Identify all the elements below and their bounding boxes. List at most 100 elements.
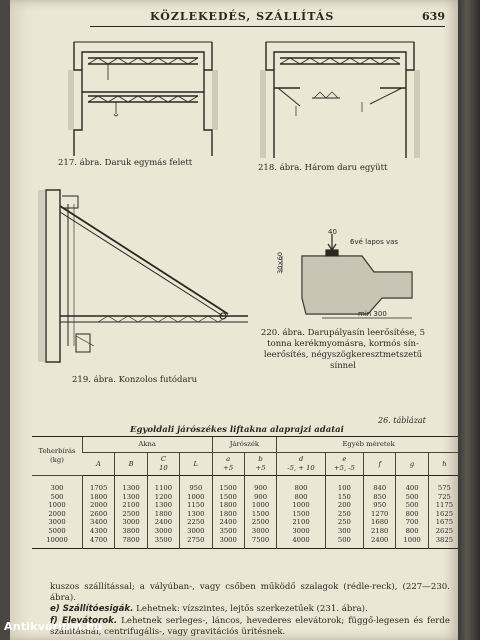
table-cell: 3000: [48, 518, 66, 527]
col-header: C 10: [146, 452, 180, 476]
page-header: KÖZLEKEDÉS, SZÁLLÍTÁS 639: [90, 10, 445, 27]
table-cell: 800: [276, 492, 326, 502]
table-cell: 3000: [179, 526, 212, 536]
item-f-heading: f) Elevátorok.: [50, 615, 118, 626]
col-header: h: [427, 452, 460, 476]
table-cell: 3000: [146, 526, 180, 536]
table-cell: 1500: [211, 492, 245, 502]
table-cell: 2400: [363, 535, 396, 549]
table-cell: 10000: [46, 535, 68, 544]
table-cell: 3500: [211, 526, 245, 536]
table-cell: 2500: [114, 509, 148, 519]
figure-217-drawing: [68, 41, 218, 156]
table-cell: 4700: [81, 535, 115, 549]
table-row: 10000 4700 7800 3500 2750 3000 7500 4000…: [32, 535, 460, 549]
table-cell: 1150: [179, 501, 212, 510]
table-cell: 4000: [276, 535, 326, 549]
table-cell: 3800: [114, 526, 148, 536]
table-cell: 1625: [427, 509, 460, 519]
table-body: 300 1705 1300 1100 950 1500 900 800 100 …: [32, 475, 460, 549]
table-title: Egyoldali járószékes liftakna alaprajzi …: [130, 425, 344, 435]
fig220-top-label: 6vé lapos vas: [350, 238, 398, 246]
table-cell: 2500: [243, 518, 277, 527]
table-cell: 250: [324, 518, 364, 527]
table-cell: 100: [324, 475, 364, 493]
col-header: A: [82, 452, 115, 476]
body-line-1: kuszos szállítással; a vályúban-, vagy c…: [50, 582, 450, 604]
table-cell: 1000: [48, 501, 66, 510]
fig220-side-label: 30×60: [276, 252, 284, 274]
table-row: 5000 4300 3800 3000 3000 3500 3000 3000 …: [32, 526, 460, 536]
table-cell: 3000: [276, 526, 326, 536]
table-cell: 2100: [276, 518, 326, 527]
col-header: L: [179, 452, 212, 476]
table-cell: 850: [363, 492, 396, 502]
col-group-other: Egyéb méretek: [276, 436, 460, 453]
table-cell: 500: [395, 501, 429, 510]
col-group-platform: Járószék: [211, 436, 277, 453]
figure-218-drawing: [260, 41, 420, 158]
table-cell: 575: [427, 475, 460, 493]
table-cell: 1000: [243, 501, 277, 510]
table-cell: 2750: [179, 535, 212, 549]
fig220-load-label: 40: [328, 228, 337, 236]
table-cell: 2100: [114, 501, 148, 510]
table-cell: 1705: [81, 475, 115, 493]
table-cell: 400: [395, 475, 429, 493]
table-cell: 300: [50, 484, 64, 492]
item-e: e) Szállítóesigák. Lehetnek: vízszintes,…: [50, 604, 450, 615]
shaft-dimension-table: Teherbírás (kg) Akna Járószék Egyéb mére…: [32, 436, 460, 549]
table-cell: 3400: [81, 518, 115, 527]
table-cell: 2400: [146, 518, 180, 527]
table-cell: 1200: [146, 492, 180, 502]
col-header: b +5: [243, 452, 277, 476]
table-cell: 300: [324, 526, 364, 536]
table-cell: 7800: [114, 535, 148, 549]
figure-217-caption: 217. ábra. Daruk egymás felett: [58, 158, 193, 168]
table-cell: 1270: [363, 509, 396, 519]
item-f: f) Elevátorok. Lehetnek serleges-, lánco…: [50, 616, 450, 638]
table-cell: 2625: [427, 526, 460, 536]
table-cell: 950: [363, 501, 396, 510]
figure-218-caption: 218. ábra. Három daru együtt: [258, 163, 388, 173]
table-cell: 3000: [243, 526, 277, 536]
table-cell: 900: [243, 475, 277, 493]
figure-219-drawing: [38, 189, 248, 363]
table-row: 2000 2600 2500 1800 1300 1800 1500 1500 …: [32, 509, 460, 519]
table-cell: 5000: [48, 526, 66, 535]
table-cell: 500: [50, 492, 64, 501]
table-number: 26. táblázat: [378, 416, 426, 425]
table-cell: 250: [324, 509, 364, 519]
table-cell: 3000: [114, 518, 148, 527]
table-cell: 950: [179, 475, 212, 493]
figure-220-caption: 220. ábra. Darupályasín leerősítése, 5 t…: [260, 328, 426, 371]
table-cell: 500: [324, 535, 364, 549]
table-cell: 1500: [276, 509, 326, 519]
table-cell: 200: [324, 501, 364, 510]
table-cell: 3500: [146, 535, 180, 549]
col-header: f: [363, 452, 396, 476]
col-header: g: [395, 452, 429, 476]
table-cell: 1175: [427, 501, 460, 510]
table-cell: 500: [395, 492, 429, 502]
item-e-text: Lehetnek: vízszintes, lejtős szerkezetűe…: [133, 604, 368, 615]
header-title: KÖZLEKEDÉS, SZÁLLÍTÁS: [150, 10, 335, 23]
table-cell: 1500: [211, 475, 245, 493]
figure-219-caption: 219. ábra. Konzolos futódaru: [72, 375, 198, 385]
table-cell: 800: [395, 509, 429, 519]
col-header: e +5, -5: [324, 452, 364, 476]
table-cell: 1300: [146, 501, 180, 510]
table-row: 1000 2000 2100 1300 1150 1800 1000 1000 …: [32, 501, 460, 510]
col-header: B: [114, 452, 148, 476]
item-e-heading: e) Szállítóesigák.: [50, 604, 134, 615]
table-row: 500 1800 1300 1200 1000 1500 900 800 150…: [32, 492, 460, 502]
table-cell: 1000: [276, 501, 326, 510]
table-cell: 1800: [146, 509, 180, 519]
page-edge: [458, 0, 480, 640]
table-cell: 725: [427, 492, 460, 502]
table-cell: 2400: [211, 518, 245, 527]
table-cell: 800: [276, 475, 326, 493]
table-cell: 4300: [81, 526, 115, 536]
page-number: 639: [422, 10, 445, 23]
table-cell: 1300: [114, 475, 148, 493]
